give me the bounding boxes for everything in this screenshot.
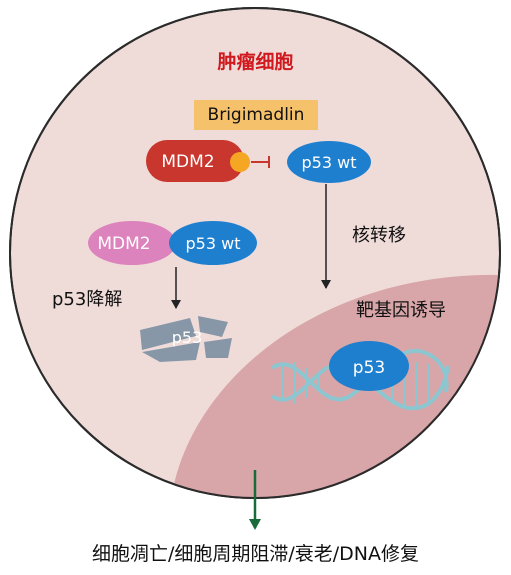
target-gene-induction-label: 靶基因诱导	[356, 300, 446, 321]
mdm2-bound	[88, 221, 176, 265]
p53-nuclear-label: p53	[353, 358, 385, 378]
brigimadlin-dot	[230, 152, 250, 172]
cell-title: 肿瘤细胞	[217, 51, 294, 73]
outcome-label: 细胞凋亡/细胞周期阻滞/衰老/DNA修复	[91, 543, 420, 565]
mdm2-blocked	[146, 140, 244, 182]
degraded-p53-label: p53	[172, 328, 203, 347]
p53-free	[287, 141, 371, 183]
p53-bound	[169, 221, 257, 265]
p53-free-label: p53 wt	[302, 153, 357, 172]
p53-nuclear	[329, 341, 409, 391]
translocation-label: 核转移	[352, 225, 406, 246]
drug-label: Brigimadlin	[194, 100, 318, 130]
p53-bound-label: p53 wt	[186, 234, 241, 253]
mdm2-bound-label: MDM2	[97, 234, 150, 254]
degraded-p53-fragments	[140, 316, 232, 362]
mdm2-blocked-label: MDM2	[161, 152, 214, 172]
degradation-label: p53降解	[52, 289, 123, 310]
